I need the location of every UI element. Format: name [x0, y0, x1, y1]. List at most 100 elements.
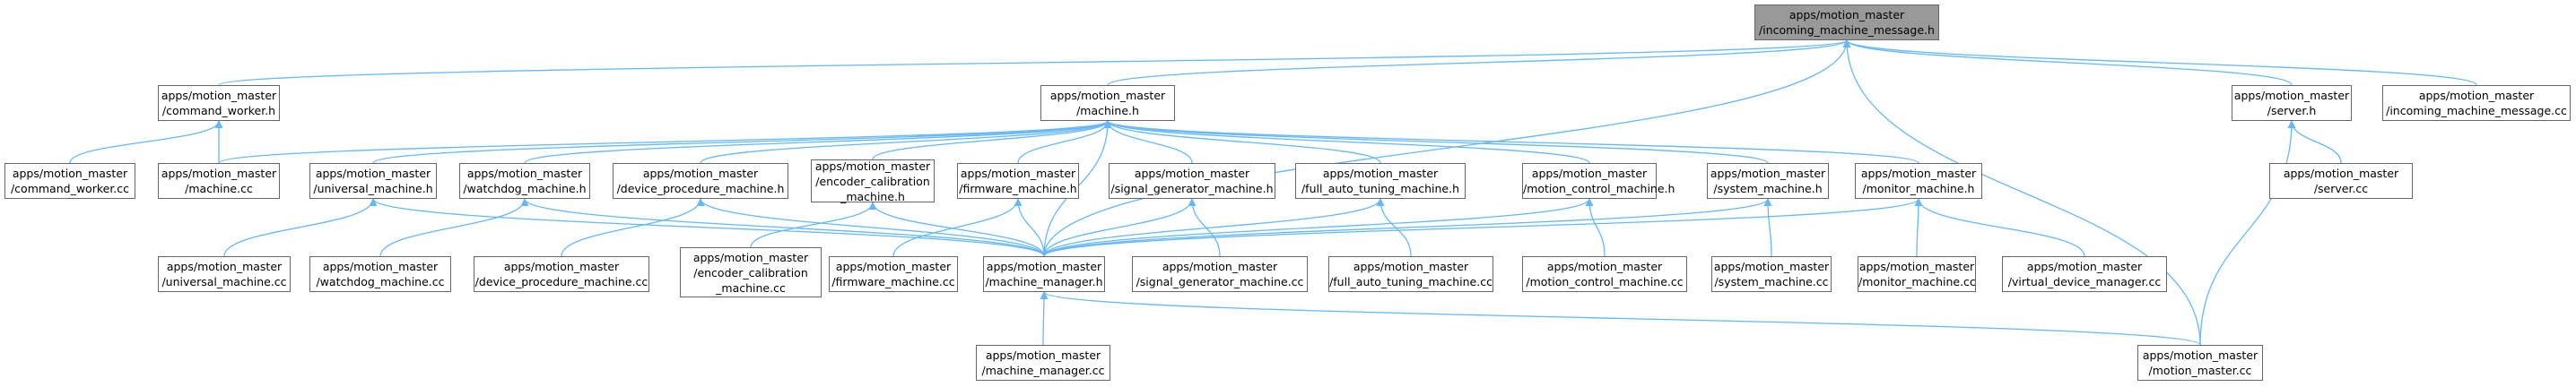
file-node-device-proc-cc[interactable]: apps/motion_master/device_procedure_mach…: [474, 256, 649, 292]
file-node-monitor-h[interactable]: apps/motion_master/monitor_machine.h: [1855, 163, 1982, 199]
file-node-label-line: apps/motion_master: [322, 260, 439, 273]
edge-motion-master-cc-to-server-h: [2199, 120, 2296, 346]
file-node-label-line: apps/motion_master: [315, 167, 431, 180]
edge-encoder-cc-to-encoder-h: [750, 202, 877, 248]
edge-machine-manager-h-to-root: [1043, 39, 1851, 257]
file-node-label-line: /firmware_machine.h: [959, 182, 1077, 195]
file-node-system-h[interactable]: apps/motion_master/system_machine.h: [1707, 163, 1829, 199]
file-node-label-line: /incoming_machine_message.h: [1759, 23, 1935, 37]
file-node-virtual-device-cc[interactable]: apps/motion_master/virtual_device_manage…: [2002, 256, 2167, 292]
file-node-label-line: apps/motion_master: [12, 167, 128, 180]
file-node-label-line: /motion_control_machine.h: [1523, 182, 1675, 195]
file-node-label-line: apps/motion_master: [814, 159, 931, 173]
file-node-label-line: apps/motion_master: [1134, 167, 1250, 180]
file-node-label-line: apps/motion_master: [1049, 89, 1166, 102]
edge-device-proc-cc-to-device-proc-h: [561, 198, 705, 257]
file-node-label-line: /device_procedure_machine.h: [616, 182, 785, 195]
file-node-command-worker-h[interactable]: apps/motion_master/command_worker.h: [158, 85, 280, 121]
file-node-encoder-h[interactable]: apps/motion_master/encoder_calibration_m…: [811, 159, 935, 203]
file-node-label-line: /machine.h: [1076, 104, 1139, 117]
file-node-root: apps/motion_master/incoming_machine_mess…: [1754, 4, 1939, 40]
edge-motion-control-cc-to-motion-control-h: [1585, 198, 1606, 257]
file-node-label-line: apps/motion_master: [1788, 8, 1905, 22]
edge-firmware-cc-to-firmware-h: [892, 198, 1023, 257]
file-node-label-line: /universal_machine.cc: [161, 275, 287, 288]
file-node-watchdog-cc[interactable]: apps/motion_master/watchdog_machine.cc: [309, 256, 451, 292]
file-node-label-line: apps/motion_master: [1858, 260, 1975, 273]
file-node-label-line: /machine_manager.h: [985, 275, 1103, 288]
file-node-universal-h[interactable]: apps/motion_master/universal_machine.h: [309, 163, 437, 199]
edge-watchdog-cc-to-watchdog-h: [379, 198, 529, 257]
file-node-firmware-h[interactable]: apps/motion_master/firmware_machine.h: [957, 163, 1079, 199]
file-node-universal-cc[interactable]: apps/motion_master/universal_machine.cc: [158, 256, 291, 292]
file-node-label-line: /watchdog_machine.cc: [316, 275, 445, 288]
edge-monitor-cc-to-monitor-h: [1914, 198, 1923, 257]
file-node-label-line: /firmware_machine.cc: [831, 275, 955, 288]
file-node-label-line: /encoder_calibration: [815, 174, 930, 188]
file-node-label-line: /server.cc: [2313, 182, 2369, 195]
edge-command-worker-cc-to-command-worker-h: [69, 120, 223, 164]
file-node-motion-control-h[interactable]: apps/motion_master/motion_control_machin…: [1522, 163, 1675, 199]
file-node-label-line: /signal_generator_machine.cc: [1136, 275, 1304, 288]
file-node-label-line: apps/motion_master: [161, 167, 277, 180]
file-node-machine-cc[interactable]: apps/motion_master/machine.cc: [158, 163, 280, 199]
file-node-device-proc-h[interactable]: apps/motion_master/device_procedure_mach…: [613, 163, 788, 199]
file-node-full-auto-h[interactable]: apps/motion_master/full_auto_tuning_mach…: [1295, 163, 1466, 199]
edge-monitor-h-to-machine-h: [1103, 120, 1919, 164]
edge-motion-master-cc-to-root: [1842, 39, 2201, 346]
file-node-label-line: apps/motion_master: [985, 348, 1101, 362]
edge-full-auto-h-to-machine-h: [1103, 120, 1381, 164]
file-node-label-line: /motion_control_machine.cc: [1526, 275, 1684, 288]
file-node-label-line: apps/motion_master: [1860, 167, 1977, 180]
file-node-label-line: /full_auto_tuning_machine.h: [1301, 182, 1460, 195]
file-node-label-line: /signal_generator_machine.h: [1110, 182, 1274, 195]
file-node-label-line: apps/motion_master: [642, 167, 759, 180]
edge-command-worker-h-to-root: [218, 39, 1850, 86]
edge-machine-manager-h-to-full-auto-h: [1043, 198, 1385, 257]
file-node-machine-h[interactable]: apps/motion_master/machine.h: [1040, 85, 1175, 121]
file-node-label-line: apps/motion_master: [1353, 260, 1469, 273]
file-node-label-line: apps/motion_master: [1710, 167, 1826, 180]
file-node-watchdog-h[interactable]: apps/motion_master/watchdog_machine.h: [459, 163, 590, 199]
file-node-motion-master-cc[interactable]: apps/motion_master/motion_master.cc: [2137, 345, 2263, 381]
file-node-server-h[interactable]: apps/motion_master/server.h: [2232, 85, 2352, 121]
edge-machine-manager-h-to-motion-control-h: [1043, 198, 1594, 257]
file-node-system-cc[interactable]: apps/motion_master/system_machine.cc: [1711, 256, 1832, 292]
file-node-command-worker-cc[interactable]: apps/motion_master/command_worker.cc: [4, 163, 135, 199]
edge-universal-cc-to-universal-h: [223, 198, 378, 257]
file-node-label-line: /command_worker.cc: [10, 182, 130, 195]
file-node-encoder-cc[interactable]: apps/motion_master/encoder_calibration_m…: [680, 247, 822, 297]
file-node-server-cc[interactable]: apps/motion_master/server.cc: [2269, 163, 2413, 199]
edge-machine-manager-h-to-watchdog-h: [520, 198, 1045, 257]
file-node-label-line: apps/motion_master: [503, 260, 620, 273]
file-node-label-line: /motion_master.cc: [2148, 364, 2252, 377]
edge-motion-control-h-to-machine-h: [1103, 120, 1590, 164]
file-node-label-line: _machine.h: [840, 189, 905, 203]
file-node-machine-manager-h[interactable]: apps/motion_master/machine_manager.h: [983, 256, 1105, 292]
file-node-label-line: apps/motion_master: [835, 260, 952, 273]
edge-incoming-cc-to-root: [1842, 39, 2477, 86]
edge-machine-manager-h-to-device-proc-h: [696, 198, 1045, 257]
file-node-label-line: apps/motion_master: [2026, 260, 2143, 273]
file-node-label-line: /system_machine.h: [1713, 182, 1823, 195]
file-node-label-line: apps/motion_master: [166, 260, 283, 273]
edge-encoder-h-to-machine-h: [872, 120, 1112, 160]
file-node-label-line: /incoming_machine_message.cc: [2386, 104, 2567, 117]
edge-machine-manager-h-to-system-h: [1043, 198, 1772, 257]
edge-virtual-device-cc-to-monitor-h: [1914, 198, 2085, 257]
file-node-label-line: /machine_manager.cc: [981, 364, 1105, 377]
edge-machine-manager-cc-to-machine-manager-h: [1040, 291, 1049, 346]
file-node-full-auto-cc[interactable]: apps/motion_master/full_auto_tuning_mach…: [1328, 256, 1493, 292]
file-node-machine-manager-cc[interactable]: apps/motion_master/machine_manager.cc: [976, 345, 1110, 381]
file-node-signal-h[interactable]: apps/motion_master/signal_generator_mach…: [1109, 163, 1275, 199]
file-node-firmware-cc[interactable]: apps/motion_master/firmware_machine.cc: [829, 256, 958, 292]
file-node-incoming-cc[interactable]: apps/motion_master/incoming_machine_mess…: [2382, 85, 2571, 121]
file-node-motion-control-cc[interactable]: apps/motion_master/motion_control_machin…: [1522, 256, 1687, 292]
edge-motion-master-cc-to-machine-manager-h: [1040, 291, 2201, 346]
file-node-label-line: apps/motion_master: [960, 167, 1076, 180]
file-node-monitor-cc[interactable]: apps/motion_master/monitor_machine.cc: [1858, 256, 1976, 292]
file-node-signal-cc[interactable]: apps/motion_master/signal_generator_mach…: [1132, 256, 1308, 292]
file-node-label-line: apps/motion_master: [1162, 260, 1278, 273]
file-node-label-line: apps/motion_master: [2283, 167, 2399, 180]
edge-machine-manager-h-to-firmware-h: [1014, 198, 1045, 257]
